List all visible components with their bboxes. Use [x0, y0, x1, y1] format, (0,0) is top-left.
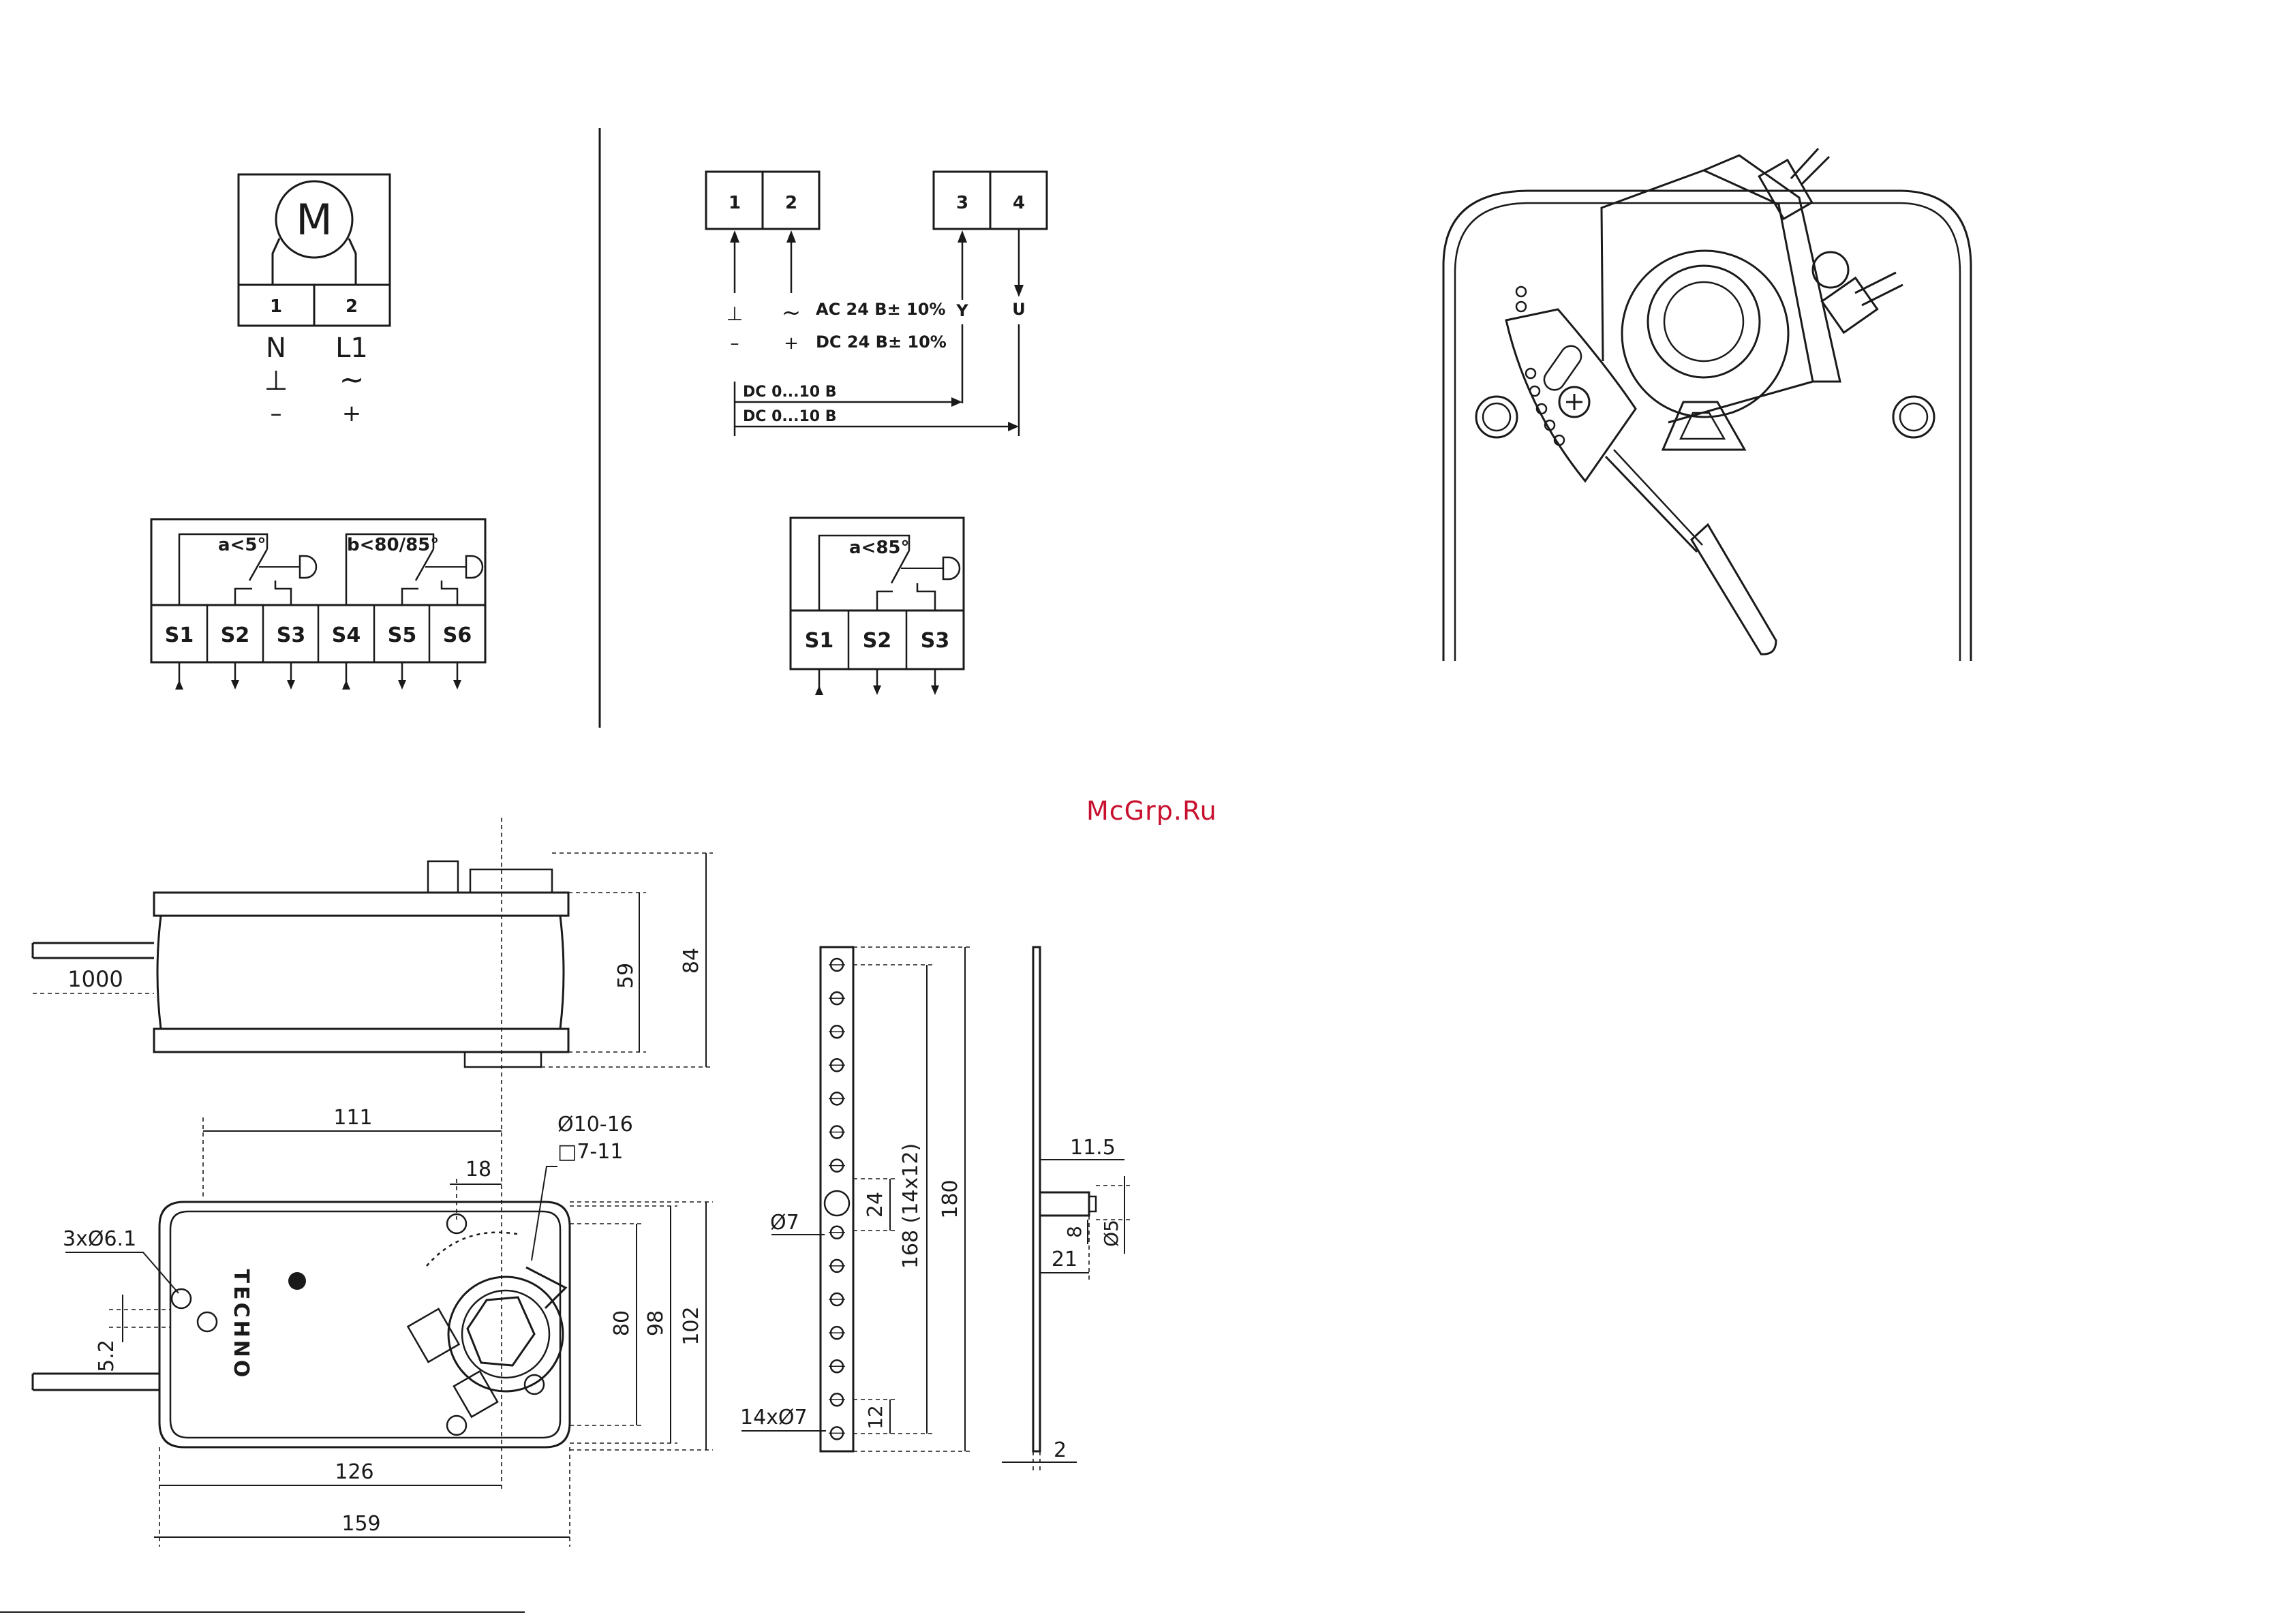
control-terminal-2: 2 [785, 193, 797, 213]
dim-bracket-168: 168 (14x12) [899, 1143, 923, 1269]
single-switch-a-label: a<85° [849, 538, 910, 558]
dc-signal-2: DC 0...10 B [743, 408, 837, 425]
wire-label-n: N [266, 333, 286, 364]
dim-shaft-round: Ø10-16 [557, 1113, 633, 1137]
brand-label: TECHNO [229, 1269, 253, 1380]
dim-pin-8: 8 [1063, 1226, 1086, 1238]
col1-ground-symbol: ⊥ [726, 303, 743, 325]
single-terminal-s1: S1 [805, 629, 833, 653]
dim-bracket-12: 12 [864, 1405, 887, 1429]
signal-u-label: U [1012, 300, 1026, 319]
dim-pin-21: 21 [1052, 1248, 1077, 1271]
mounting-bracket-drawing: Ø7 24 168 (14x12) 180 14xØ7 12 [740, 947, 972, 1451]
plus-symbol: + [342, 400, 362, 427]
dim-59: 59 [614, 963, 638, 989]
watermark: McGrp.Ru [1086, 796, 1217, 826]
bracket-holes [829, 959, 845, 1439]
dim-111: 111 [333, 1106, 372, 1130]
single-terminal-s2: S2 [863, 629, 891, 653]
dim-126: 126 [335, 1460, 373, 1484]
dim-pin-5: Ø5 [1100, 1220, 1122, 1247]
terminal-s5: S5 [388, 623, 416, 647]
ground-symbol: ⊥ [264, 365, 288, 397]
dim-159: 159 [341, 1512, 380, 1536]
dim-bracket-holes: 14xØ7 [740, 1406, 808, 1429]
switch-b-label: b<80/85° [347, 535, 439, 555]
motor-symbol: M [296, 195, 333, 245]
switch-a-label: a<5° [218, 535, 266, 555]
minus-symbol: – [271, 400, 282, 427]
supply-ac-label: AC 24 B± 10% [816, 300, 946, 319]
motor-wiring-diagram: M 1 2 N L1 ⊥ ~ – + [239, 174, 390, 427]
aux-switch-double-diagram: a<5° b<80/85° S1 S2 S3 S4 S5 S6 [151, 519, 485, 690]
terminal-s1: S1 [165, 623, 194, 647]
supply-dc-label: DC 24 B± 10% [816, 333, 947, 352]
dim-plate-2: 2 [1054, 1438, 1067, 1462]
dim-5-2: 5.2 [95, 1340, 119, 1372]
dim-102: 102 [679, 1306, 703, 1345]
dim-cable-1000: 1000 [67, 966, 123, 992]
motor-terminal-1: 1 [270, 296, 282, 317]
dim-holes-3x6-1: 3xØ6.1 [63, 1227, 136, 1251]
control-terminal-4: 4 [1013, 193, 1025, 213]
indicator-dot-icon [288, 1272, 306, 1290]
control-terminal-1: 1 [729, 193, 741, 213]
dim-bracket-24: 24 [863, 1192, 887, 1218]
dim-shaft-square: □7-11 [557, 1140, 623, 1164]
aux-switch-single-diagram: a<85° S1 S2 S3 [791, 518, 964, 695]
actuator-illustration [1443, 149, 1971, 661]
dim-98: 98 [644, 1310, 668, 1336]
top-view-drawing: TECHNO 111 18 Ø10-16 □7-11 3xØ6.1 5.2 80… [33, 1106, 713, 1547]
dim-84: 84 [679, 948, 703, 974]
dim-18: 18 [465, 1158, 491, 1181]
terminal-s4: S4 [332, 623, 361, 647]
dim-pin-11-5: 11.5 [1070, 1136, 1116, 1160]
terminal-s3: S3 [277, 623, 305, 647]
single-terminal-s3: S3 [921, 629, 949, 653]
dim-bracket-180: 180 [938, 1179, 962, 1218]
ac-symbol: ~ [339, 362, 365, 397]
dc-signal-1: DC 0...10 B [743, 384, 837, 401]
terminal-s2: S2 [221, 623, 249, 647]
control-wiring-diagram: 1 2 3 4 ⊥ ~ – + AC 24 B± 10% DC 24 B± 10… [706, 172, 1047, 436]
wire-label-l1: L1 [335, 333, 368, 364]
signal-y-label: Y [955, 301, 968, 320]
plate-pin-drawing: 11.5 8 Ø5 21 2 [1002, 947, 1131, 1472]
control-terminal-3: 3 [956, 193, 968, 213]
terminal-s6: S6 [443, 623, 472, 647]
col2-ac-symbol: ~ [782, 299, 801, 326]
motor-terminal-2: 2 [346, 296, 358, 317]
dim-bracket-hole: Ø7 [770, 1211, 799, 1235]
col2-plus-symbol: + [784, 333, 799, 354]
col1-minus-symbol: – [731, 333, 739, 354]
dim-80: 80 [610, 1310, 634, 1336]
